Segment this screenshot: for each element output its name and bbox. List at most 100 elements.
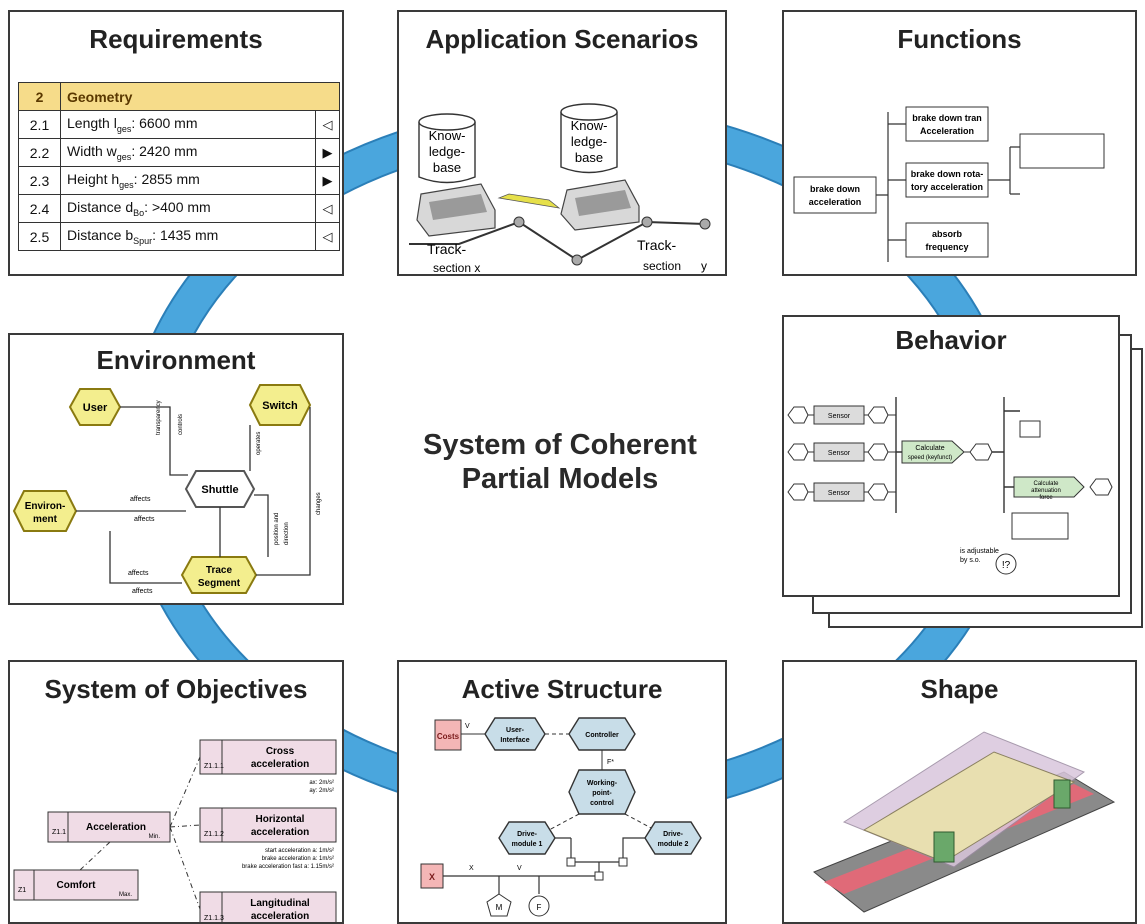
sensor-row-3: Sensor xyxy=(787,482,896,502)
z112-line1: Horizontal xyxy=(256,814,305,825)
switch-label: Switch xyxy=(262,400,298,412)
row-label: Height hges: 2855 mm xyxy=(60,166,316,195)
fstar-label: F* xyxy=(607,759,614,766)
environment-line1: Environ- xyxy=(25,501,66,512)
row-symbol: ▶ xyxy=(315,166,340,195)
environment-panel: Environment User Switch Shuttle Environ-… xyxy=(8,333,344,605)
objectives-panel: System of Objectives Z1.1.1 Cross accele… xyxy=(8,660,344,924)
sensor-label: Sensor xyxy=(828,413,851,420)
z1-tag: Max. xyxy=(119,892,132,898)
center-title-line2: Partial Models xyxy=(461,463,659,495)
z113-line2: acceleration xyxy=(251,911,309,922)
sensor-row-2: Sensor xyxy=(787,442,896,462)
center-title: System of Coherent Partial Models xyxy=(395,428,725,496)
kb2-line1: Know- xyxy=(571,118,608,133)
environment-title: Environment xyxy=(96,345,256,375)
row-symbol: ▶ xyxy=(315,138,340,167)
row-number: 2.5 xyxy=(18,222,61,251)
user-interface-node xyxy=(484,717,546,751)
badge-text: !? xyxy=(1002,560,1011,571)
calc2-line1: Calculate xyxy=(1033,481,1059,487)
function-root-line1: brake down xyxy=(810,184,860,194)
row-symbol: ◁ xyxy=(315,110,340,139)
requirements-table: 2 Geometry 2.1 Length lges: 6600 mm ◁ 2.… xyxy=(18,82,340,251)
z11-label: Acceleration xyxy=(86,822,146,833)
objective-links xyxy=(79,756,201,910)
kb2-line2: ledge- xyxy=(571,134,607,149)
function-root-box xyxy=(793,176,877,214)
dm2-line1: Drive- xyxy=(663,831,684,838)
function-box-2 xyxy=(905,162,989,198)
drive-module-part xyxy=(933,831,955,863)
row-value: : 2420 mm xyxy=(131,143,198,160)
environment-diagram: User Switch Shuttle Environ- ment Trace … xyxy=(12,384,322,595)
note-line2: by s.o. xyxy=(960,557,981,564)
function-1-line2: Acceleration xyxy=(920,126,974,136)
table-row: 2.1 Length lges: 6600 mm ◁ xyxy=(18,110,340,139)
communication-link xyxy=(497,193,561,209)
function-box-3 xyxy=(905,222,989,258)
speed-output-hex xyxy=(969,443,993,461)
calc1-line1: Calculate xyxy=(915,445,944,452)
scenarios-panel: Application Scenarios Know- ledge- base … xyxy=(397,10,727,276)
track-y-line1: Track- xyxy=(637,237,676,253)
sensor-row-1: Sensor xyxy=(787,405,896,425)
track-y-line2: section xyxy=(643,259,681,273)
shape-title: Shape xyxy=(920,674,999,704)
row-label-sub: ges xyxy=(116,151,132,162)
formula-note xyxy=(1011,512,1069,540)
z113-line1: Langitudinal xyxy=(250,898,310,909)
z112-note1: start acceleration a: 1m/s² xyxy=(265,848,334,854)
function-3-line2: frequency xyxy=(925,242,968,252)
x-flow-label: X xyxy=(469,865,474,872)
function-tree-lines xyxy=(876,112,906,262)
mass-node xyxy=(486,893,512,917)
dm2-line2: module 2 xyxy=(658,841,689,848)
junction-node xyxy=(594,871,604,881)
v-flow-label: V xyxy=(517,865,522,872)
behavior-branch-line-2 xyxy=(992,397,1020,513)
link-label: operates xyxy=(256,432,262,455)
z11-tag: Min. xyxy=(149,834,161,840)
x-output-box xyxy=(420,863,444,889)
wpc-drive-links xyxy=(548,813,656,831)
z1-id: Z1 xyxy=(18,887,26,894)
table-row: 2.3 Height hges: 2855 mm ▶ xyxy=(18,166,340,195)
objectives-diagram: Z1.1.1 Cross acceleration ax: 2m/s² ay: … xyxy=(13,739,337,922)
link-label: controls xyxy=(178,414,184,435)
ui-line1: User- xyxy=(506,727,525,734)
costs-box xyxy=(434,719,462,751)
affects-label: affects xyxy=(128,570,149,577)
kb2-line3: base xyxy=(575,150,603,165)
z111-id: Z1.1.1 xyxy=(204,763,224,770)
calculate-attenuation-box xyxy=(1013,476,1085,498)
active-structure-panel: Active Structure Costs V User- Interface… xyxy=(397,660,727,924)
row-symbol: ◁ xyxy=(315,194,340,223)
functions-title: Functions xyxy=(897,24,1022,54)
table-row: 2.5 Distance bSpur: 1435 mm ◁ xyxy=(18,222,340,251)
z111-line2: acceleration xyxy=(251,759,309,770)
shuttle-label: Shuttle xyxy=(201,484,238,496)
row-label: Distance dBo: >400 mm xyxy=(60,194,316,223)
shuttle-vehicle-1 xyxy=(416,183,496,237)
row-label-sub: ges xyxy=(116,123,132,134)
row-value: : >400 mm xyxy=(144,199,211,216)
function-2-line2: tory acceleration xyxy=(911,182,983,192)
scenarios-title: Application Scenarios xyxy=(425,24,699,54)
function-root-line2: acceleration xyxy=(809,197,862,207)
row-label-text: Width w xyxy=(67,143,117,160)
trace-line1: Trace xyxy=(206,565,233,576)
affects-label: affects xyxy=(132,588,153,595)
row-label-sub: Bo xyxy=(133,207,145,218)
row-number: 2.2 xyxy=(18,138,61,167)
table-row: 2.4 Distance dBo: >400 mm ◁ xyxy=(18,194,340,223)
costs-label: Costs xyxy=(437,732,460,741)
requirements-panel: Requirements 2 Geometry 2.1 Length lges:… xyxy=(8,10,344,276)
functions-tree: brake down acceleration brake down tran … xyxy=(793,106,1105,262)
row-label-text: Length l xyxy=(67,115,117,132)
sensor-label: Sensor xyxy=(828,450,851,457)
z1-label: Comfort xyxy=(57,880,97,891)
track-node xyxy=(571,254,583,266)
behavior-branch-line xyxy=(895,397,902,513)
drive-links xyxy=(443,837,645,894)
